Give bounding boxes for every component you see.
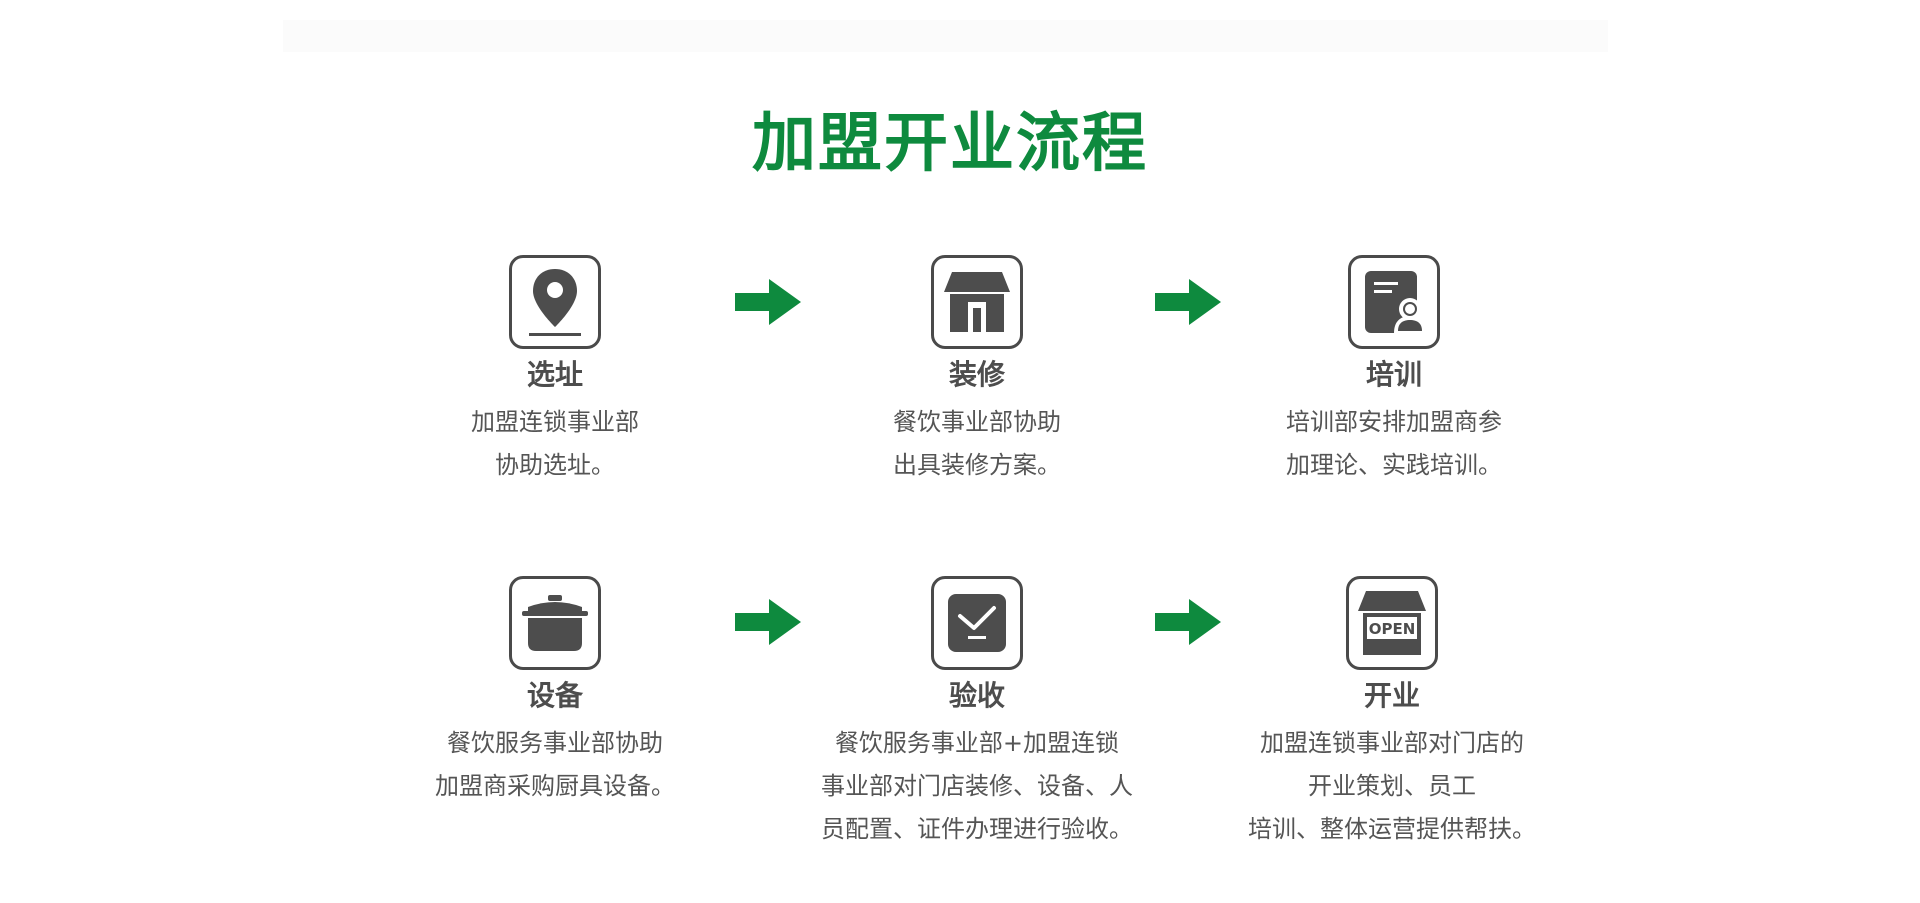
description-line: 餐饮服务事业部协助 [447,729,663,757]
checkbox-icon [948,594,1006,652]
step-title: 开业 [1363,679,1420,712]
step-title: 设备 [526,679,583,712]
step-opening: OPEN 开业 加盟连锁事业部对门店的 开业策划、员工 培训、整体运营提供帮扶。 [1192,576,1592,851]
description-line: 事业部对门店装修、设备、人 [821,772,1133,800]
storefront-icon [944,272,1010,332]
step-equipment: 设备 餐饮服务事业部协助 加盟商采购厨具设备。 [355,576,755,808]
description-line: 餐饮服务事业部+加盟连锁 [834,729,1120,757]
trainee-document-icon [1365,271,1426,333]
arrow-right-icon [1155,279,1221,325]
arrow-right-icon [735,279,801,325]
cooking-pot-icon [522,595,588,651]
step-description: 餐饮服务事业部协助 加盟商采购厨具设备。 [355,722,755,808]
description-line: 出具装修方案。 [893,451,1061,479]
description-line: 员配置、证件办理进行验收。 [821,815,1133,843]
icon-frame [509,255,601,349]
icon-frame [509,576,601,670]
step-description: 餐饮事业部协助 出具装修方案。 [777,401,1177,487]
arrow-right-icon [735,599,801,645]
description-line: 培训部安排加盟商参 [1286,408,1502,436]
description-line: 加盟商采购厨具设备。 [435,772,675,800]
step-inspection: 验收 餐饮服务事业部+加盟连锁 事业部对门店装修、设备、人 员配置、证件办理进行… [777,576,1177,851]
icon-frame: OPEN [1346,576,1438,670]
page-title: 加盟开业流程 [752,107,1148,181]
arrow-right-icon [1155,599,1221,645]
step-description: 加盟连锁事业部对门店的 开业策划、员工 培训、整体运营提供帮扶。 [1192,722,1592,851]
open-sign-text: OPEN [1369,620,1416,638]
step-title: 选址 [526,358,583,391]
icon-frame [1348,255,1440,349]
top-strip [283,20,1608,52]
open-store-icon: OPEN [1358,591,1426,655]
description-line: 餐饮事业部协助 [893,408,1061,436]
step-title: 装修 [948,358,1005,391]
description-line: 加盟连锁事业部对门店的 [1260,729,1524,757]
step-description: 餐饮服务事业部+加盟连锁 事业部对门店装修、设备、人 员配置、证件办理进行验收。 [777,722,1177,851]
description-line: 加理论、实践培训。 [1286,451,1502,479]
description-line: 加盟连锁事业部 [471,408,639,436]
step-title: 验收 [948,679,1005,712]
description-line: 开业策划、员工 [1308,772,1476,800]
step-site-selection: 选址 加盟连锁事业部 协助选址。 [355,255,755,487]
step-title: 培训 [1365,358,1422,391]
description-line: 培训、整体运营提供帮扶。 [1248,815,1536,843]
location-pin-icon [529,269,581,336]
step-renovation: 装修 餐饮事业部协助 出具装修方案。 [777,255,1177,487]
description-line: 协助选址。 [495,451,615,479]
step-training: 培训 培训部安排加盟商参 加理论、实践培训。 [1194,255,1594,487]
icon-frame [931,576,1023,670]
icon-frame [931,255,1023,349]
step-description: 培训部安排加盟商参 加理论、实践培训。 [1194,401,1594,487]
step-description: 加盟连锁事业部 协助选址。 [355,401,755,487]
